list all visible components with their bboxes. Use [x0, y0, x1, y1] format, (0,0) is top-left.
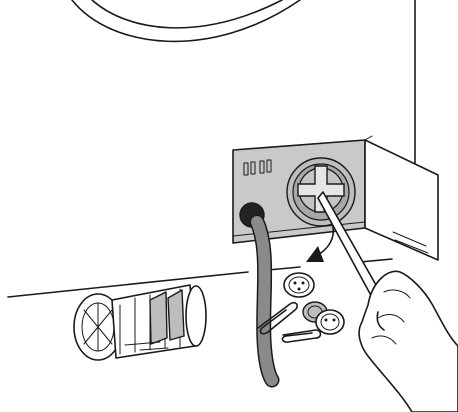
drain-pump-filter-cap[interactable]	[287, 158, 355, 226]
service-flap[interactable]	[365, 136, 438, 260]
removed-pump-filter[interactable]	[74, 285, 206, 360]
washer-door-arc	[72, 0, 300, 41]
